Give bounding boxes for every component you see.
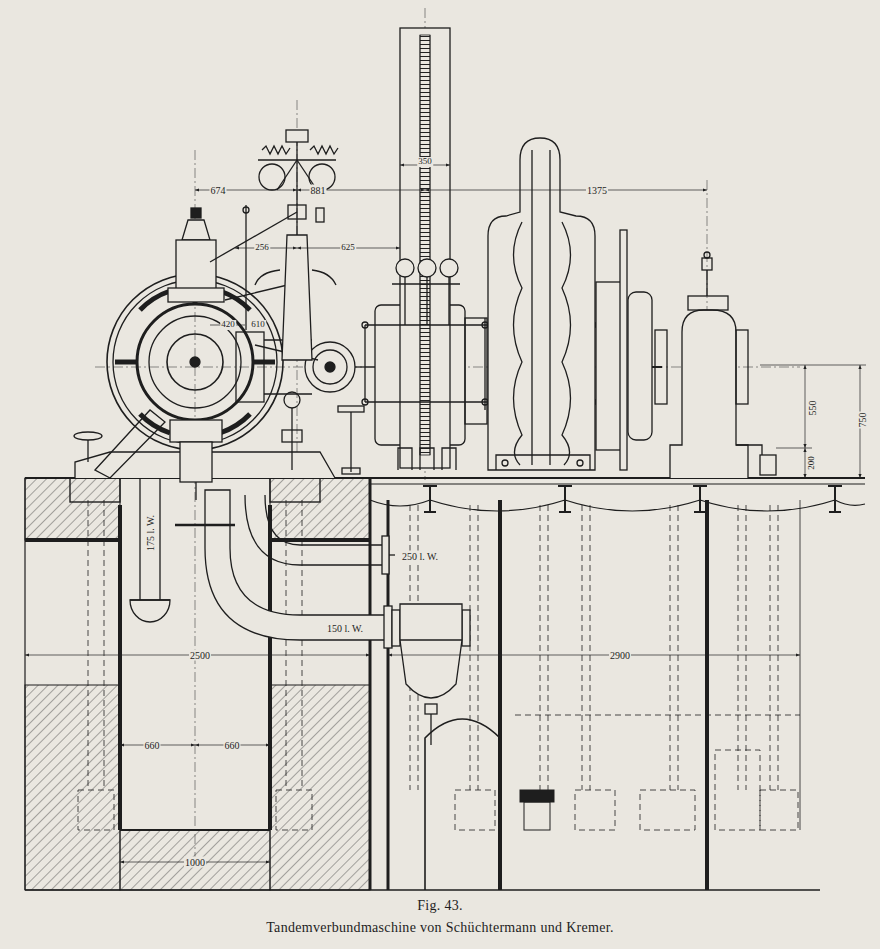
- dimension: 420: [220, 320, 236, 330]
- dimension: 750: [857, 412, 868, 429]
- pipe-size: 150 l. W.: [326, 623, 364, 634]
- dimension-lines: [25, 165, 866, 862]
- dimension: 200: [807, 455, 817, 471]
- figure-caption: Tandemverbundmaschine von Schüchtermann …: [266, 920, 614, 936]
- pipework: [130, 470, 470, 745]
- floor-and-walls: [25, 478, 865, 890]
- dimension: 881: [310, 185, 327, 196]
- dimension: 2500: [189, 650, 211, 661]
- dimension: 1000: [184, 857, 206, 868]
- dimension: 674: [210, 185, 227, 196]
- dimension: 256: [254, 243, 270, 253]
- governor: [255, 130, 338, 360]
- dimension: 550: [807, 400, 818, 417]
- dimension: 610: [250, 320, 266, 330]
- dimension: 660: [224, 740, 241, 751]
- low-pressure-cylinder: [355, 28, 601, 470]
- pipe-size: 175 l. W.: [145, 514, 156, 552]
- foundation: [25, 478, 820, 890]
- dimension: 625: [340, 243, 356, 253]
- pipe-size: 250 l. W.: [401, 551, 439, 562]
- dimension: 2900: [609, 650, 631, 661]
- figure-number: Fig. 43.: [416, 898, 464, 913]
- dimension: 1375: [586, 185, 608, 196]
- flywheel-and-bearing: [488, 138, 776, 478]
- dimension: 660: [144, 740, 161, 751]
- dimension: 350: [417, 157, 433, 167]
- centre-lines: [95, 8, 800, 870]
- cylinder-and-valve-gear: [74, 205, 364, 500]
